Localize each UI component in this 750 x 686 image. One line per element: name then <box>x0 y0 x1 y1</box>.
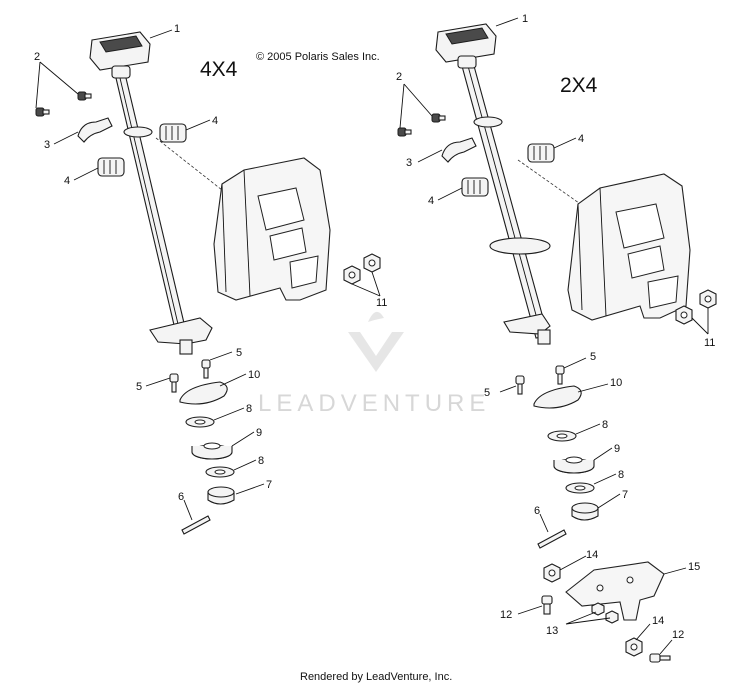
right-callout-12b: 12 <box>672 629 684 641</box>
left-bushing-4b <box>97 157 125 177</box>
left-post-ring <box>123 126 153 138</box>
footer-credit: Rendered by LeadVenture, Inc. <box>300 671 452 683</box>
right-callout-5b: 5 <box>484 387 490 399</box>
left-nut-7 <box>207 486 235 505</box>
left-frame-section <box>213 157 331 301</box>
right-callout-8a: 8 <box>602 419 608 431</box>
left-cotter-pin <box>181 515 211 535</box>
left-callout-11: 11 <box>376 297 387 309</box>
right-nut-14a <box>543 563 561 583</box>
right-callout-5a: 5 <box>590 351 596 363</box>
left-pitman-arm <box>149 317 213 345</box>
right-callout-10: 10 <box>610 377 622 389</box>
right-nut-7 <box>571 502 599 521</box>
right-callout-15: 15 <box>688 561 700 573</box>
right-callout-7: 7 <box>622 489 628 501</box>
right-bearing-cap <box>533 385 582 409</box>
variant-2x4-label: 2X4 <box>560 74 598 97</box>
right-frame-section <box>567 173 691 321</box>
right-callout-2: 2 <box>396 71 402 83</box>
left-callout-4a: 4 <box>212 115 218 127</box>
watermark-logo <box>348 311 404 372</box>
left-callout-5b: 5 <box>136 381 142 393</box>
right-post-ring <box>473 116 503 128</box>
right-callout-13: 13 <box>546 625 558 637</box>
left-dash-leader <box>155 137 223 191</box>
left-callout-4b: 4 <box>64 175 70 187</box>
right-callout-9: 9 <box>614 443 620 455</box>
left-bolt-5a <box>201 359 211 379</box>
left-assembly: 1 2 3 4 4 11 5 5 10 8 9 8 7 6 <box>34 23 387 535</box>
left-callout-2: 2 <box>34 51 40 63</box>
right-callout-14a: 14 <box>586 549 598 561</box>
left-bearing-cap <box>179 381 228 405</box>
left-post-end <box>179 339 193 355</box>
left-callout-10: 10 <box>248 369 260 381</box>
left-callout-5a: 5 <box>236 347 242 359</box>
left-nut-11b <box>363 253 381 273</box>
variant-4x4-label: 4X4 <box>200 58 238 81</box>
left-bushing-4a <box>159 123 187 143</box>
right-post-collar <box>489 237 551 255</box>
left-callout-1: 1 <box>174 23 180 35</box>
left-callout-6: 6 <box>178 491 184 503</box>
right-nut-11a <box>699 289 717 309</box>
right-bearing-9 <box>553 456 595 474</box>
right-callout-11: 11 <box>704 337 715 349</box>
left-bolt-2a <box>35 107 50 117</box>
watermark-text: LEADVENTURE <box>258 390 490 417</box>
right-callout-3: 3 <box>406 157 412 169</box>
right-bushing-4a <box>527 143 555 163</box>
right-bushing-4b <box>461 177 489 197</box>
right-nut-14b <box>625 637 643 657</box>
right-cotter-pin <box>537 529 567 549</box>
left-nut-11a <box>343 265 361 285</box>
copyright-text: © 2005 Polaris Sales Inc. <box>256 51 380 63</box>
right-callout-8b: 8 <box>618 469 624 481</box>
right-bolt-12b <box>649 653 671 663</box>
right-bolt-5b <box>515 375 525 395</box>
right-callout-1: 1 <box>522 13 528 25</box>
left-handlebar-mount <box>89 31 151 79</box>
left-steering-post <box>115 77 189 343</box>
left-callout-8b: 8 <box>258 455 264 467</box>
left-callout-8a: 8 <box>246 403 252 415</box>
right-bracket-15 <box>565 561 665 621</box>
right-assembly: 1 2 3 4 4 11 5 5 10 8 9 8 7 6 14 15 12 1… <box>396 13 717 663</box>
left-bolt-5b <box>169 373 179 393</box>
right-bolt-12a <box>541 595 553 615</box>
left-bolt-2b <box>77 91 92 101</box>
right-nut-13b <box>605 610 619 624</box>
right-dash-leader <box>517 159 587 209</box>
right-bolt-2a <box>397 127 412 137</box>
right-handlebar-mount <box>435 23 497 69</box>
right-callout-12a: 12 <box>500 609 512 621</box>
right-clamp <box>441 137 477 163</box>
left-callout-9: 9 <box>256 427 262 439</box>
right-callout-4b: 4 <box>428 195 434 207</box>
left-callout-7: 7 <box>266 479 272 491</box>
left-clamp <box>77 117 113 143</box>
left-bearing-9 <box>191 442 233 460</box>
right-post-end <box>537 329 551 345</box>
right-nut-11b <box>675 305 693 325</box>
right-callout-14b: 14 <box>652 615 664 627</box>
right-callout-4a: 4 <box>578 133 584 145</box>
right-callout-6: 6 <box>534 505 540 517</box>
right-bolt-5a <box>555 365 565 385</box>
right-bolt-2b <box>431 113 446 123</box>
left-callout-3: 3 <box>44 139 50 151</box>
